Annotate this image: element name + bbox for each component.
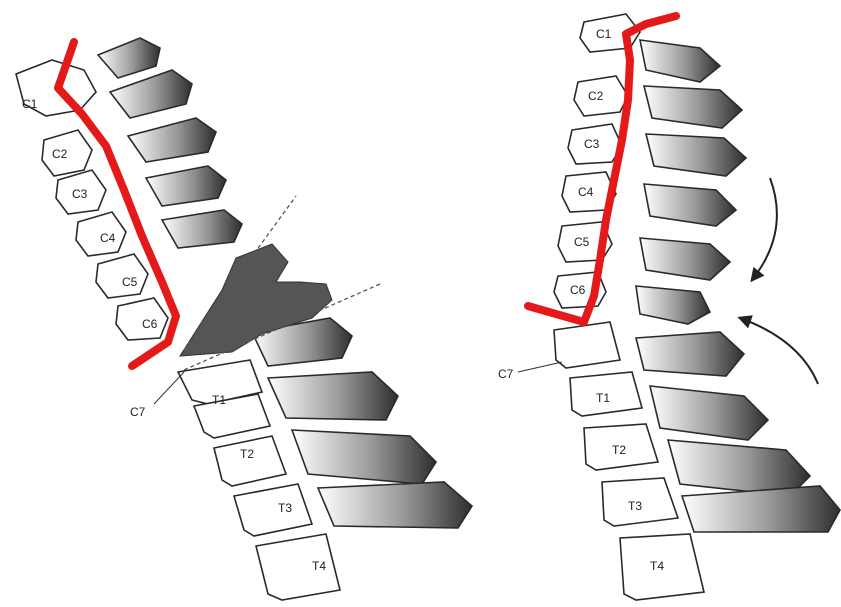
left-panel: C1 C2 C3 C4 C5 C6 T1 T2 T3 T4 C7 [16, 38, 472, 600]
left-label-c7: C7 [130, 405, 146, 419]
right-label-t3: T3 [628, 499, 642, 513]
right-label-c6: C6 [570, 283, 586, 297]
left-process-c1 [98, 38, 160, 78]
right-process-c6 [636, 286, 710, 324]
right-process-t1 [650, 386, 768, 440]
right-c7-pointer [518, 362, 562, 372]
right-processes [636, 40, 840, 532]
left-process-t3 [318, 482, 472, 528]
right-label-t1: T1 [596, 391, 610, 405]
left-label-t1: T1 [212, 393, 226, 407]
left-label-t3: T3 [278, 501, 292, 515]
right-process-c5 [640, 238, 730, 280]
right-panel: C1 C2 C3 C4 C5 C6 T1 T2 T3 T4 C7 [498, 14, 840, 600]
right-label-c4: C4 [578, 185, 594, 199]
left-label-c6: C6 [142, 317, 158, 331]
left-label-t2: T2 [240, 447, 254, 461]
right-label-c1: C1 [596, 27, 612, 41]
right-label-c2: C2 [588, 89, 604, 103]
right-process-c4 [644, 184, 736, 226]
left-vertebra-t2-body [214, 436, 286, 486]
left-label-c4: C4 [100, 231, 116, 245]
right-arrow-lower [740, 318, 818, 384]
left-label-t4: T4 [312, 559, 326, 573]
right-label-c3: C3 [584, 137, 600, 151]
right-vertebra-c7-body [554, 322, 620, 368]
right-process-c3 [646, 134, 746, 176]
left-process-c5 [162, 210, 242, 248]
right-arrow-upper [752, 178, 777, 280]
right-process-c2 [644, 86, 742, 128]
left-c7-pointer [154, 372, 184, 404]
right-process-t3 [682, 486, 840, 532]
left-label-c5: C5 [122, 275, 138, 289]
left-vertebra-t4-body [256, 534, 340, 600]
right-label-c5: C5 [574, 235, 590, 249]
left-process-c4 [146, 166, 226, 206]
left-vertebra-t3-body [234, 484, 312, 536]
left-label-c3: C3 [72, 187, 88, 201]
right-label-c7: C7 [498, 367, 514, 381]
left-process-c3 [128, 118, 216, 162]
left-label-c2: C2 [52, 147, 68, 161]
left-process-t2 [292, 430, 436, 484]
left-label-c1: C1 [22, 97, 38, 111]
right-process-c7 [636, 332, 744, 376]
left-process-t1 [268, 372, 398, 420]
right-process-c1 [640, 40, 720, 82]
right-label-t4: T4 [650, 559, 664, 573]
right-label-t2: T2 [612, 443, 626, 457]
